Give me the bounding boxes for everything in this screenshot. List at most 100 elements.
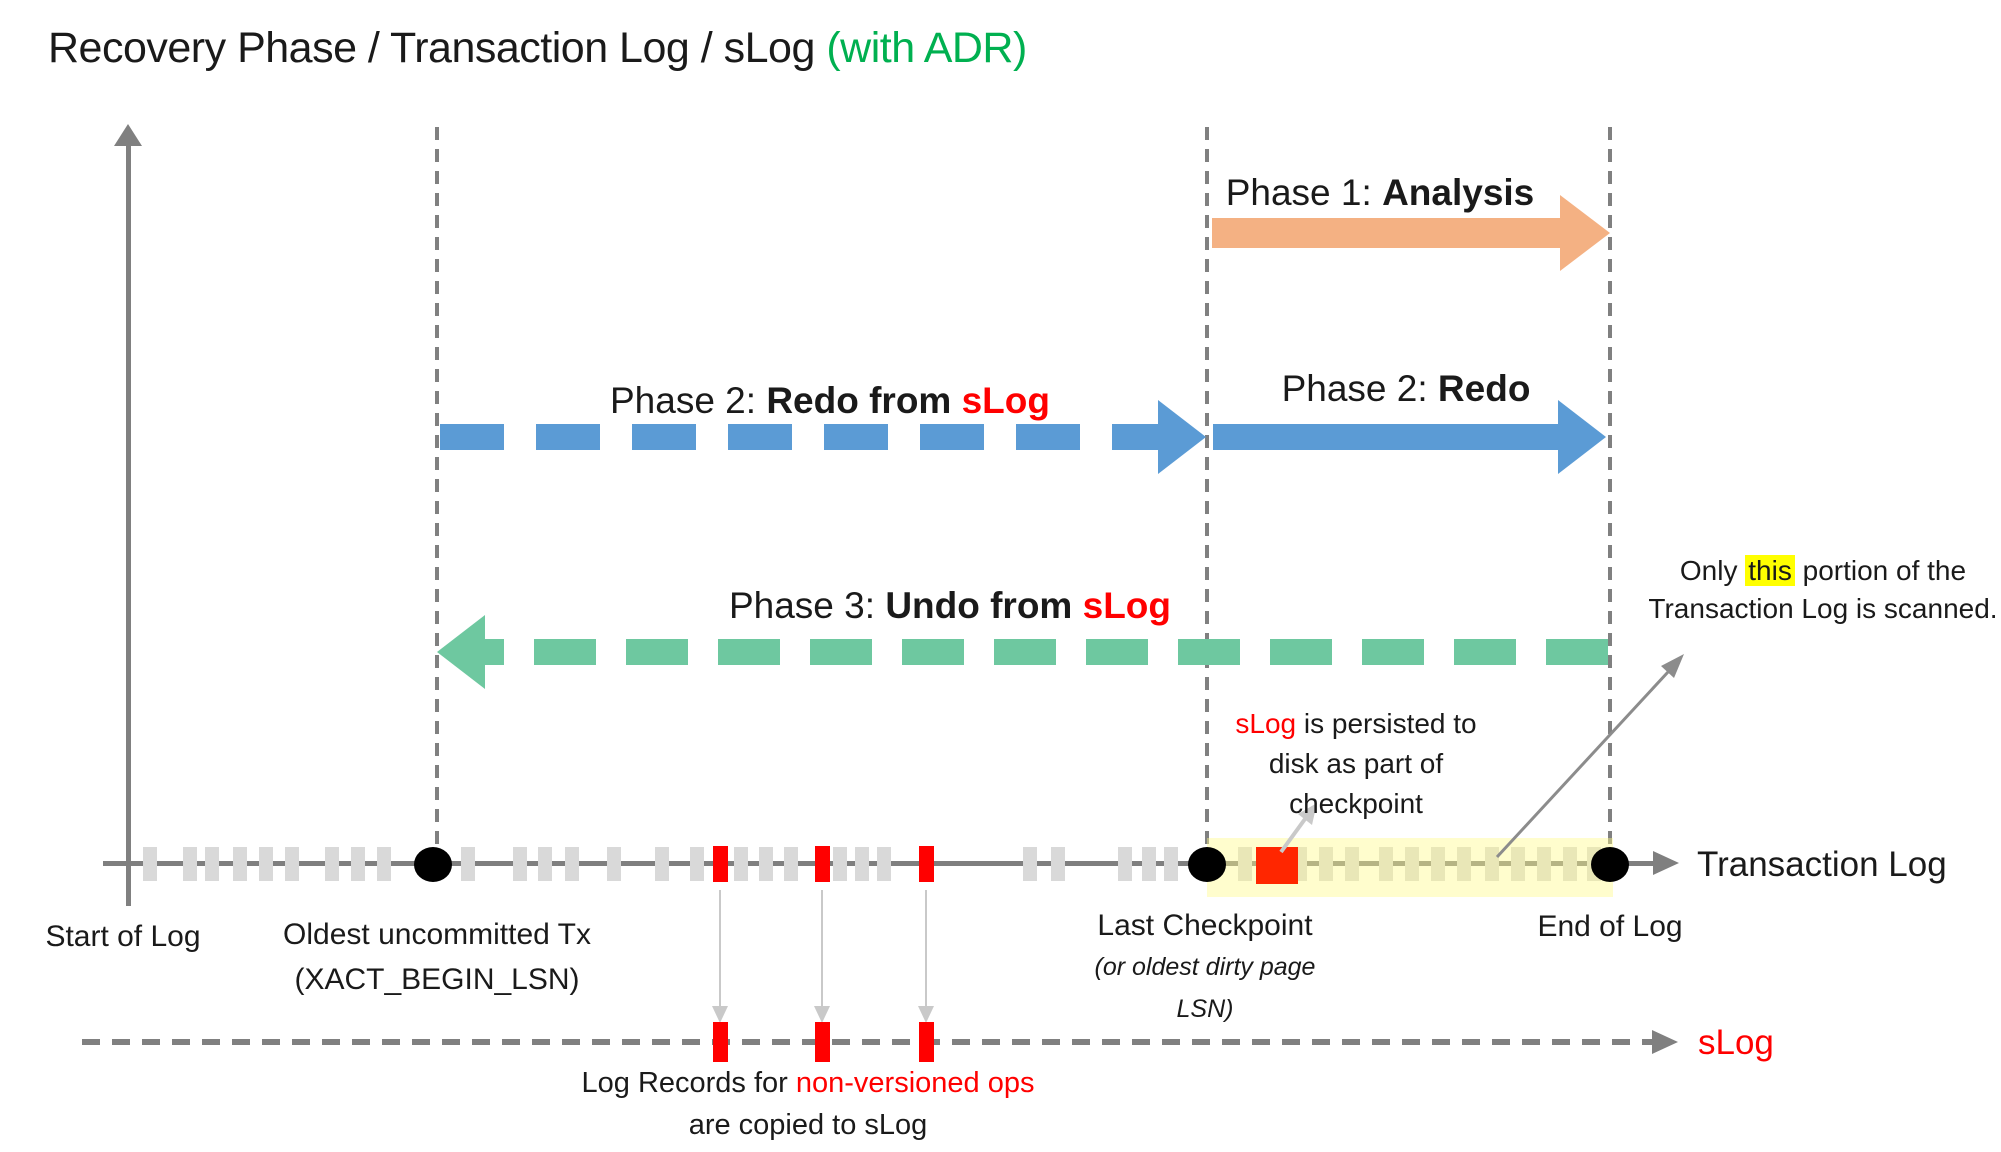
oldest-tx-line1: Oldest uncommitted Tx: [283, 918, 591, 951]
slog-arrow-icon: [1652, 1030, 1678, 1054]
phase2-slog-action: Redo from: [766, 380, 962, 421]
oldest-tx-line2: (XACT_BEGIN_LSN): [294, 963, 580, 996]
log-record-tick: [784, 847, 798, 881]
log-record-tick: [1238, 847, 1252, 881]
log-record-tick: [655, 847, 669, 881]
slog-label: sLog: [1698, 1023, 1774, 1062]
nonversioned-log-record-tick: [815, 846, 830, 882]
phase1-analysis-arrow: [1212, 218, 1560, 248]
log-record-tick: [690, 847, 704, 881]
copy-arrow-stem: [821, 890, 823, 1006]
slog-record-tick: [713, 1022, 728, 1062]
log-record-tick: [734, 847, 748, 881]
log-record-tick: [565, 847, 579, 881]
log-marker-dot: [1188, 847, 1226, 882]
log-record-tick: [183, 847, 197, 881]
phase2-from-slog-label: Phase 2: Redo from sLog: [530, 380, 1130, 422]
log-record-tick: [143, 847, 157, 881]
last-checkpoint-line3: LSN): [1176, 995, 1234, 1023]
copy-note-emphasis: non-versioned ops: [795, 1067, 1035, 1099]
log-record-tick: [1379, 847, 1393, 881]
phase1-prefix: Phase 1:: [1225, 172, 1383, 213]
vertical-axis-line: [126, 144, 131, 906]
last-checkpoint-line1: Last Checkpoint: [1097, 909, 1313, 942]
title-adr-suffix: (with ADR): [814, 24, 1027, 72]
log-record-tick: [461, 847, 475, 881]
phase3-undo-from-slog-arrow: [485, 639, 1608, 665]
log-record-tick: [1485, 847, 1499, 881]
guide-line-end-of-log: [1608, 127, 1612, 861]
persist-note-line1-rest: is persisted to: [1296, 708, 1477, 739]
copy-arrow-stem: [925, 890, 927, 1006]
copy-note-pre: Log Records for: [581, 1067, 796, 1099]
end-of-log-label: End of Log: [1537, 910, 1683, 943]
guide-line-oldest-tx: [435, 127, 439, 861]
log-record-tick: [1023, 847, 1037, 881]
persist-note-line1: sLog is persisted to: [1206, 704, 1506, 744]
transaction-log-arrow-icon: [1653, 851, 1679, 875]
oldest-uncommitted-tx-label: Oldest uncommitted Tx (XACT_BEGIN_LSN): [237, 912, 637, 1002]
copy-arrow-stem: [719, 890, 721, 1006]
log-record-tick: [1164, 847, 1178, 881]
vertical-axis-arrow-icon: [114, 124, 142, 146]
last-checkpoint-line2: (or oldest dirty page: [1094, 953, 1316, 981]
scanned-portion-pointer-arrow: [1495, 654, 1684, 859]
log-record-tick: [1051, 847, 1065, 881]
scan-note: Only this portion of the Transaction Log…: [1638, 552, 2001, 628]
copy-note-line1: Log Records for non-versioned ops: [508, 1062, 1108, 1104]
phase2-redo-arrow: [1213, 424, 1558, 450]
phase2-action: Redo: [1437, 368, 1531, 409]
log-record-tick: [833, 847, 847, 881]
persist-note-line2: disk as part of: [1268, 748, 1444, 779]
persist-note-slog: sLog: [1235, 708, 1297, 739]
scan-note-highlight: this: [1745, 555, 1795, 586]
phase2-slog-prefix: Phase 2:: [609, 380, 767, 421]
log-record-tick: [1118, 847, 1132, 881]
log-record-tick: [538, 847, 552, 881]
phase2-redo-arrow-head-icon: [1558, 400, 1606, 474]
scan-note-pre: Only: [1679, 555, 1746, 586]
phase2-slog-target: sLog: [961, 380, 1050, 421]
phase2-redo-from-slog-arrow: [440, 424, 1158, 450]
phase3-prefix: Phase 3:: [728, 585, 886, 626]
log-record-tick: [877, 847, 891, 881]
phase1-label: Phase 1: Analysis: [1180, 172, 1580, 214]
page-title: Recovery Phase / Transaction Log / sLog …: [48, 24, 1027, 73]
transaction-log-label: Transaction Log: [1697, 845, 1947, 884]
log-record-tick: [1319, 847, 1333, 881]
checkpoint-record-square: [1256, 847, 1298, 884]
slog-record-tick: [919, 1022, 934, 1062]
log-record-tick: [351, 847, 365, 881]
copy-note: Log Records for non-versioned ops are co…: [508, 1062, 1108, 1146]
log-record-tick: [1345, 847, 1359, 881]
nonversioned-log-record-tick: [919, 846, 934, 882]
log-record-tick: [1405, 847, 1419, 881]
log-marker-dot: [414, 847, 452, 882]
slog-line: [82, 1039, 1653, 1045]
log-record-tick: [285, 847, 299, 881]
log-record-tick: [205, 847, 219, 881]
log-marker-dot: [1591, 847, 1629, 882]
phase3-undo-arrow-head-icon: [437, 615, 485, 689]
log-record-tick: [233, 847, 247, 881]
phase3-target: sLog: [1082, 585, 1172, 626]
log-record-tick: [1431, 847, 1445, 881]
phase2-label: Phase 2: Redo: [1206, 368, 1606, 410]
copy-note-line2: are copied to sLog: [688, 1109, 928, 1141]
log-record-tick: [259, 847, 273, 881]
persist-note: sLog is persisted to disk as part of che…: [1206, 704, 1506, 824]
log-record-tick: [325, 847, 339, 881]
phase1-name: Analysis: [1382, 172, 1535, 213]
start-of-log-label: Start of Log: [45, 920, 201, 953]
log-record-tick: [855, 847, 869, 881]
log-record-tick: [1457, 847, 1471, 881]
persist-note-line3: checkpoint: [1289, 788, 1423, 819]
scan-note-line1: Only this portion of the: [1638, 552, 2001, 590]
copy-arrow-head-icon: [918, 1006, 934, 1023]
log-record-tick: [513, 847, 527, 881]
scan-note-line2: Transaction Log is scanned.: [1648, 593, 1998, 624]
phase2-redo-from-slog-arrow-head-icon: [1158, 400, 1206, 474]
scan-note-post: portion of the: [1794, 555, 1967, 586]
copy-arrow-head-icon: [712, 1006, 728, 1023]
